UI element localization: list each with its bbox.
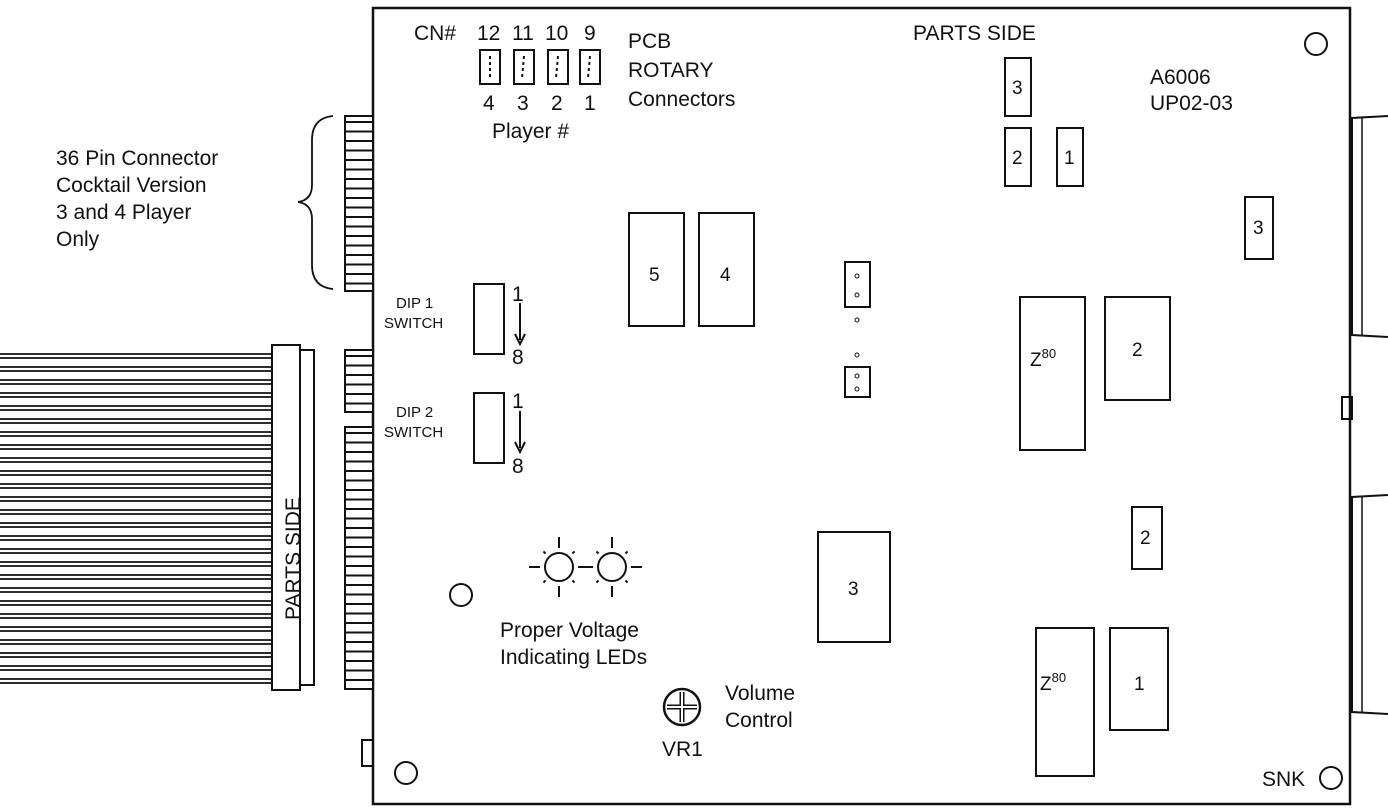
rotary-line-3: Connectors xyxy=(628,88,735,111)
chip-top-3 xyxy=(1004,57,1032,117)
dip2-end: 8 xyxy=(512,455,524,478)
dip2-arrow xyxy=(514,411,526,455)
connector-36-pins xyxy=(344,115,374,292)
board-id-2: UP02-03 xyxy=(1150,92,1233,115)
chip-z80-bottom xyxy=(1035,627,1095,777)
chip-low-1-label: 1 xyxy=(1134,674,1145,695)
chip-small-2 xyxy=(1131,506,1163,570)
dip2-line-2: SWITCH xyxy=(384,424,443,441)
edge-connector-pins xyxy=(344,349,374,690)
chip-z80-top xyxy=(1019,296,1086,451)
player-4: 4 xyxy=(483,92,495,115)
rotary-connectors xyxy=(479,49,601,85)
dip2-line-1: DIP 2 xyxy=(396,404,433,421)
volume-line-2: Control xyxy=(725,709,793,732)
ribbon-header xyxy=(271,344,301,691)
dip1-line-1: DIP 1 xyxy=(396,295,433,312)
chip-right-3-label: 3 xyxy=(1253,218,1264,239)
board-id-1: A6006 xyxy=(1150,66,1211,89)
cn-12: 12 xyxy=(477,22,500,45)
chip-3-center xyxy=(817,531,891,643)
vr1-label: VR1 xyxy=(662,738,703,761)
chip-5 xyxy=(628,212,685,327)
ribbon-header-inner xyxy=(299,349,315,686)
chip-low-1 xyxy=(1109,627,1169,731)
dip1-arrow xyxy=(514,303,526,347)
led-line-2: Indicating LEDs xyxy=(500,646,647,669)
chip-top-3-label: 3 xyxy=(1012,78,1023,99)
cn-11: 11 xyxy=(512,22,534,45)
connector36-line-3: 3 and 4 Player xyxy=(56,201,191,224)
dip2-start: 1 xyxy=(512,390,524,413)
edge-parts-side-label: PARTS SIDE xyxy=(282,497,305,620)
left-tab xyxy=(361,739,374,767)
volume-line-1: Volume xyxy=(725,682,795,705)
volume-knob-icon xyxy=(662,687,702,727)
dip1-start: 1 xyxy=(512,283,524,306)
right-connector-top xyxy=(1351,115,1388,338)
chip-3-center-label: 3 xyxy=(848,579,859,600)
cn-9: 9 xyxy=(584,22,596,45)
connector36-line-4: Only xyxy=(56,228,100,251)
small-connector-lower xyxy=(844,366,871,398)
player-3: 3 xyxy=(517,92,529,115)
z80-top-label: Z80 xyxy=(1030,346,1056,371)
chip-top-2-label: 2 xyxy=(1012,148,1023,169)
chip-right-3 xyxy=(1244,196,1274,260)
chip-mid-2 xyxy=(1104,296,1171,401)
chip-4 xyxy=(698,212,755,327)
rotary-line-1: PCB xyxy=(628,30,671,53)
right-tab xyxy=(1341,396,1353,420)
dip1-line-2: SWITCH xyxy=(384,315,443,332)
chip-top-1-label: 1 xyxy=(1064,148,1075,169)
parts-side-top-label: PARTS SIDE xyxy=(913,22,1036,45)
ribbon-cable xyxy=(0,353,272,684)
dip-switch-2 xyxy=(473,392,505,464)
mount-hole-bottom-left xyxy=(394,761,418,785)
chip-small-2-label: 2 xyxy=(1140,528,1151,549)
maker-label: SNK xyxy=(1262,768,1305,791)
player-1: 1 xyxy=(584,92,596,115)
connector36-line-2: Cocktail Version xyxy=(56,174,207,197)
mount-hole-top-right xyxy=(1304,32,1328,56)
chip-top-2 xyxy=(1004,127,1032,187)
dip1-end: 8 xyxy=(512,346,524,369)
connector36-line-1: 36 Pin Connector xyxy=(56,147,218,170)
brace xyxy=(297,115,334,290)
small-connector-upper xyxy=(844,261,871,308)
chip-5-label: 5 xyxy=(649,265,660,286)
player-2: 2 xyxy=(551,92,563,115)
led-line-1: Proper Voltage xyxy=(500,619,639,642)
mount-hole-left xyxy=(449,583,473,607)
z80-bottom-label: Z80 xyxy=(1040,670,1066,695)
chip-4-label: 4 xyxy=(720,265,731,286)
cn-prefix: CN# xyxy=(414,22,456,45)
right-connector-bottom xyxy=(1351,494,1388,715)
chip-mid-2-label: 2 xyxy=(1132,340,1143,361)
leds xyxy=(529,537,642,597)
chip-top-1 xyxy=(1056,127,1084,187)
cn-10: 10 xyxy=(545,22,568,45)
dip-switch-1 xyxy=(473,283,505,355)
mount-hole-bottom-right xyxy=(1319,766,1343,790)
rotary-line-2: ROTARY xyxy=(628,59,714,82)
player-caption: Player # xyxy=(492,120,569,143)
